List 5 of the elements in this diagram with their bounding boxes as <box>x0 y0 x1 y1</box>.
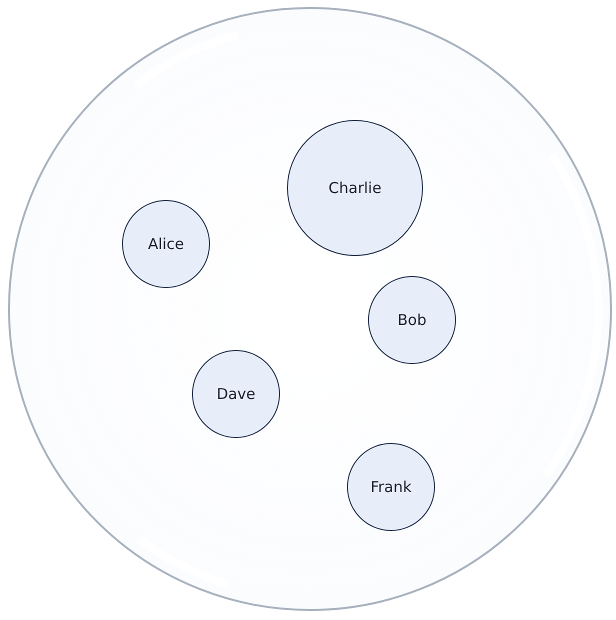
node-label: Charlie <box>328 178 382 199</box>
node-label: Bob <box>398 310 426 331</box>
node-label: Frank <box>370 476 412 498</box>
node-label: Alice <box>148 234 184 255</box>
node-label: Dave <box>216 384 256 405</box>
